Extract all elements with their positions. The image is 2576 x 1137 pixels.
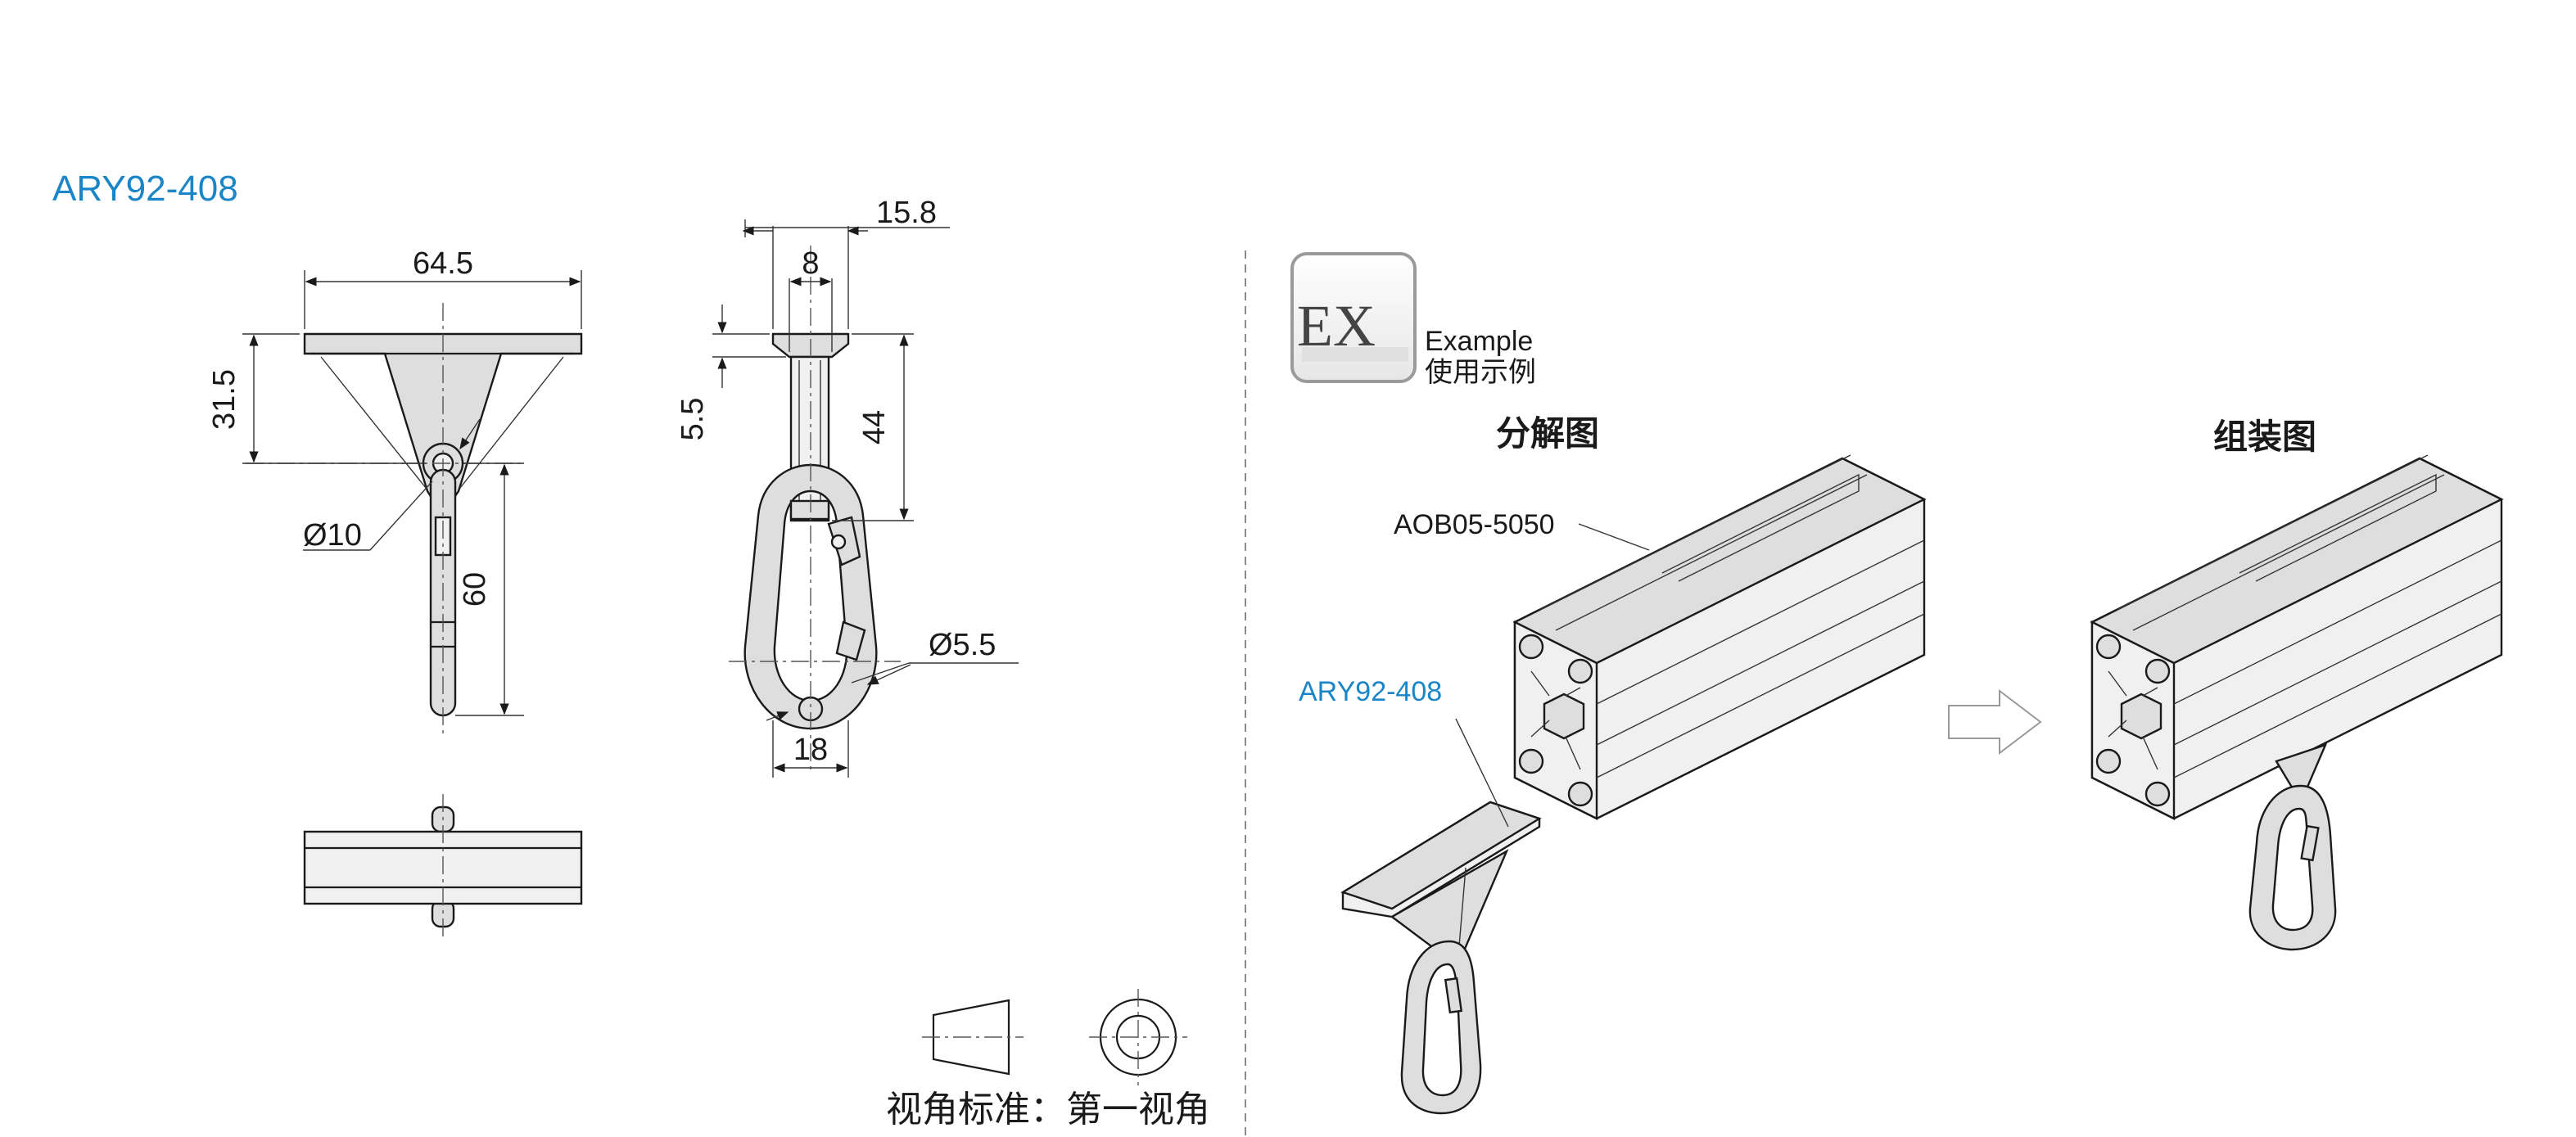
assembled-profile [2090, 454, 2504, 820]
side-view-dimensions: 15.8 8 5.5 44 Ø5.5 18 [676, 196, 1019, 778]
dim-hook-width: 18 [793, 733, 828, 767]
dim-wire-diameter: Ø5.5 [929, 628, 996, 662]
example-badge: EX [1290, 252, 1417, 383]
exploded-profile [1512, 454, 1927, 820]
side-view [729, 246, 901, 769]
first-angle-projection-symbol [922, 989, 1187, 1085]
dim-side-depth: 5.5 [676, 398, 710, 441]
dim-front-width: 64.5 [413, 246, 473, 281]
dim-front-height: 31.5 [207, 369, 242, 430]
front-view-dimensions: 64.5 31.5 Ø10 60 [207, 246, 582, 716]
example-label-cn: 使用示例 [1425, 356, 1536, 389]
part-leader [1455, 718, 1509, 828]
exploded-hook-assembly [1340, 801, 1542, 1115]
projection-label: 视角标准：第一视角 [886, 1089, 1210, 1130]
dim-hook-length: 60 [458, 572, 492, 607]
part-code-title: ARY92-408 [52, 169, 238, 209]
dim-ring-diameter: Ø10 [303, 518, 362, 553]
assembly-arrow-icon [1948, 688, 2042, 756]
profile-code-label: AOB05-5050 [1394, 509, 1555, 540]
exploded-view-title: 分解图 [1496, 413, 1599, 453]
assembled-hook [2248, 743, 2337, 951]
dim-side-height: 44 [857, 410, 892, 444]
part-code-label: ARY92-408 [1299, 676, 1442, 707]
front-view [246, 303, 583, 737]
bottom-view [303, 794, 583, 941]
example-label-en: Example [1425, 326, 1533, 357]
profile-leader [1578, 523, 1650, 551]
assembled-view-title: 组装图 [2213, 417, 2316, 457]
dim-side-slot: 8 [802, 246, 819, 281]
dim-side-top-width: 15.8 [876, 196, 937, 230]
